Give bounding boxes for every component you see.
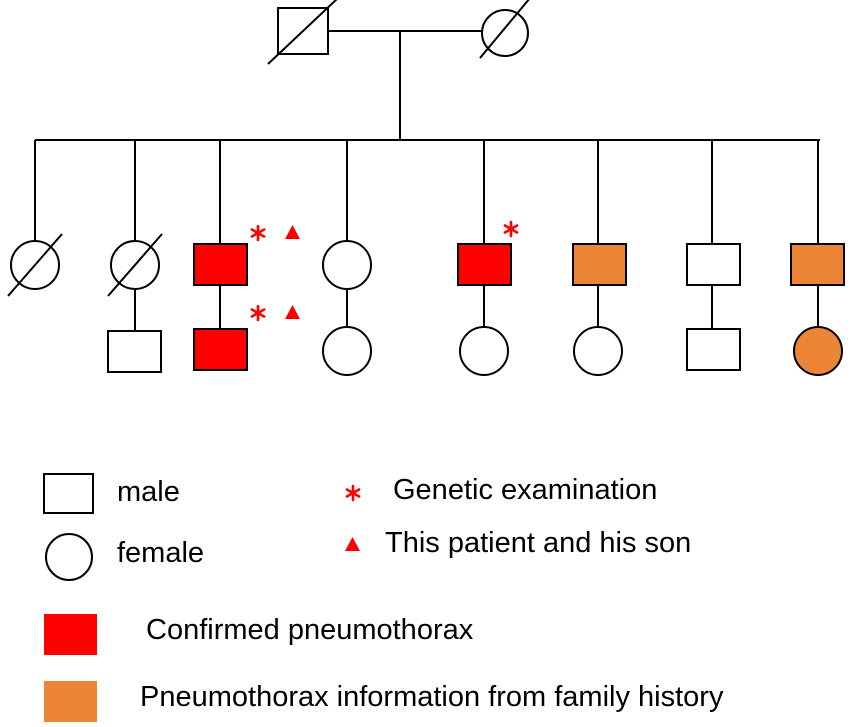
legend-family-history-label: Pneumothorax information from family his…: [140, 681, 724, 713]
gen1-mother: [479, 0, 530, 59]
gen1-father: [267, 0, 338, 65]
asterisk-icon: [503, 220, 519, 238]
gen3-male-2-patient-son: [193, 328, 248, 371]
deceased-mark: [267, 0, 338, 65]
deceased-mark: [479, 0, 530, 59]
legend-asterisk-icon: [345, 484, 361, 502]
legend-confirmed-label: Confirmed pneumothorax: [146, 614, 474, 646]
legend-male-label: male: [117, 476, 180, 508]
asterisk-icon: [250, 304, 266, 322]
legend-male-symbol: [43, 473, 94, 514]
gen2-male-5-confirmed: [457, 243, 512, 286]
deceased-mark: [107, 233, 163, 297]
gen3-female-5: [573, 326, 623, 376]
gen2-male-7: [686, 243, 741, 286]
triangle-icon: [285, 305, 300, 319]
gen3-male-1: [107, 330, 162, 373]
offspring-lines: [134, 285, 819, 331]
asterisk-icon: [250, 224, 266, 242]
legend-family-history-symbol: [44, 681, 97, 722]
gen3-female-7-family-history: [793, 326, 843, 376]
gen2-female-2-deceased: [107, 233, 163, 297]
deceased-mark: [7, 233, 63, 297]
legend-patient-and-son-label: This patient and his son: [385, 527, 692, 559]
legend-female-symbol: [45, 533, 93, 581]
gen2-female-4: [322, 240, 372, 290]
gen2-male-6-family-history: [572, 243, 627, 286]
gen3-female-3: [322, 326, 372, 376]
gen3-female-4: [459, 326, 509, 376]
sibship-drop-lines: [34, 140, 819, 244]
gen2-male-8-family-history: [790, 243, 845, 286]
gen2-male-3-patient: [193, 243, 248, 286]
legend-female-label: female: [117, 537, 205, 569]
legend-confirmed-symbol: [44, 614, 97, 655]
gen2-female-1-deceased: [7, 233, 63, 297]
triangle-icon: [285, 225, 300, 239]
legend-triangle-icon: [345, 537, 360, 551]
gen3-male-6: [686, 328, 741, 371]
legend-genetic-examination-label: Genetic examination: [393, 474, 658, 506]
